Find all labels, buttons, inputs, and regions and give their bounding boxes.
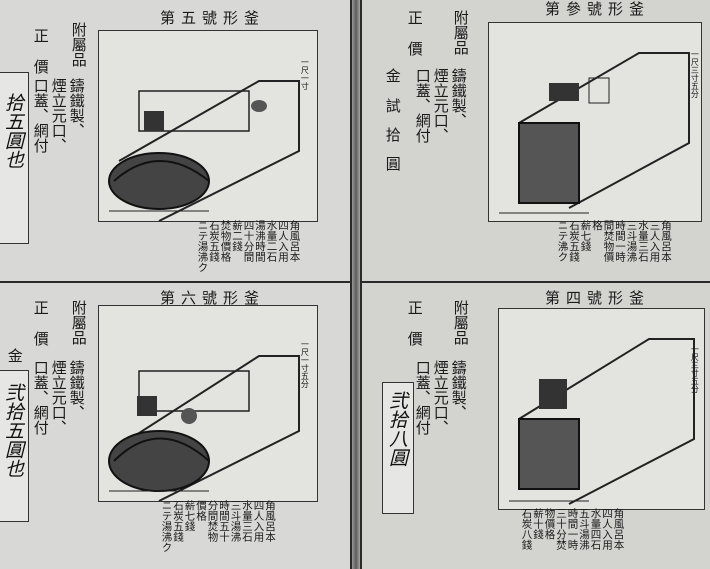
spec-line: 水量二石: [265, 220, 278, 262]
spec-line: 四人入用: [601, 508, 613, 550]
spec-line: 時間一時: [614, 220, 626, 262]
spec-line: 薪二錢: [231, 220, 243, 252]
spec-block: 角風呂本 三人入用 水量三石 三斗湯沸 時間一時 間焚物價 格 薪七錢 石炭五錢…: [556, 220, 673, 262]
accessories-line: 鑄鐵製、: [449, 68, 468, 128]
spec-line: 角風呂本: [612, 508, 625, 550]
boiler-illustration: [498, 308, 705, 510]
spec-line: ニテ沸ク: [556, 220, 569, 262]
accessories-line: 煙立元口、: [49, 78, 68, 153]
price-value: 試拾圓: [383, 98, 402, 185]
accessories-line: 口蓋、網付: [413, 360, 432, 435]
spec-line: 物價格: [543, 508, 556, 540]
spec-line: 薪七錢: [579, 220, 592, 252]
boiler-illustration: [98, 30, 318, 222]
accessories-label: 附屬品: [69, 300, 88, 345]
spec-line: 水量三石: [637, 220, 649, 262]
price-stamp: 弐拾八圓: [382, 382, 414, 514]
spec-line: 三十分焚: [555, 508, 567, 550]
spec-line: 角風呂本: [660, 220, 672, 262]
dimension-label: 一尺一寸五分: [300, 340, 310, 388]
spec-line: 三斗湯沸: [625, 220, 638, 262]
accessories-line: 鑄鐵製、: [449, 360, 468, 420]
panel-title: 第參號形釜: [545, 0, 651, 18]
accessories-label: 附屬品: [69, 22, 88, 67]
spec-line: 角風呂本: [288, 220, 301, 262]
panel-divider: [360, 281, 710, 283]
boiler-drawing: [499, 52, 690, 214]
spec-line: 薪十錢: [532, 508, 544, 540]
spec-line: 四人入用: [252, 500, 265, 542]
spec-line: 時間一時: [566, 508, 579, 550]
accessories-line: 煙立元口、: [431, 68, 450, 143]
panel-title: 第六號形釜: [160, 289, 266, 307]
price-label: 金: [5, 348, 24, 363]
panel-title: 第五號形釜: [160, 9, 266, 27]
spec-line: 角風呂本: [264, 500, 276, 542]
spec-line: ニテ湯沸ク: [160, 500, 173, 553]
price-value: 拾五圓也: [1, 93, 24, 169]
boiler-illustration: [98, 305, 318, 502]
spec-line: 三斗湯沸: [229, 500, 242, 542]
panel-border: [350, 0, 352, 569]
spec-line: 水量三石: [241, 500, 253, 542]
price-stamp: 弐拾五圓也: [0, 370, 29, 522]
accessories-label: 附屬品: [451, 10, 470, 55]
spec-line: 間焚物價: [602, 220, 615, 262]
accessories-line: 鑄鐵製、: [67, 360, 86, 420]
spec-line: 格: [591, 220, 603, 231]
spec-line: 石炭五錢: [172, 500, 184, 542]
accessories-line: 煙立元口、: [431, 360, 450, 435]
spec-line: 石炭八錢: [520, 508, 533, 550]
boiler-drawing: [108, 80, 300, 222]
spec-line: 價格: [195, 500, 207, 521]
spec-line: 五斗湯沸: [578, 508, 590, 550]
accessories-line: 口蓋、網付: [413, 68, 432, 143]
accessories-line: 鑄鐵製、: [67, 78, 86, 138]
accessories-label: 附屬品: [451, 300, 470, 345]
price-value: 弐拾五圓也: [1, 383, 24, 478]
label-seika: 正價: [31, 300, 50, 362]
spec-line: 石炭五錢: [208, 220, 220, 262]
dimension-label: 一尺三寸五分: [690, 345, 700, 393]
spec-block: 角風呂本 四人入用 水量四石 五斗湯沸 時間一時 三十分焚 物價格 薪十錢 石炭…: [520, 508, 625, 550]
label-seika: 正價: [31, 28, 50, 90]
panel-border: [360, 0, 362, 569]
price-value: 弐拾八圓: [385, 391, 408, 467]
price-label: 金: [383, 68, 402, 83]
spec-line: 薪七錢: [183, 500, 196, 532]
accessories-line: 煙立元口、: [49, 360, 68, 435]
accessories-line: 口蓋、網付: [31, 78, 50, 153]
right-page: 第參號形釜 正價 金 試拾圓 附屬品 鑄鐵製、 煙立元口、 口蓋、網付 角風呂本…: [360, 0, 710, 569]
book-gutter: [352, 0, 360, 569]
spec-line: 四人入用: [277, 220, 289, 262]
spec-line: 湯沸時間: [254, 220, 266, 262]
left-page: 第五號形釜 正價 金 拾五圓也 附屬品 鑄鐵製、 煙立元口、 口蓋、網付 角風呂…: [0, 0, 352, 569]
spec-line: 三人入用: [648, 220, 661, 262]
boiler-drawing: [509, 338, 695, 505]
panel-divider: [0, 281, 352, 283]
spec-line: 焚物價格: [219, 220, 232, 262]
panel-title: 第四號形釜: [545, 289, 651, 307]
dimension-label: 一尺一寸: [300, 58, 310, 90]
spec-line: ニテ湯沸ク: [196, 220, 209, 273]
spec-line: 石炭五錢: [568, 220, 580, 262]
boiler-illustration: [488, 22, 702, 222]
dimension-label: 一尺三寸五分: [690, 50, 700, 98]
spec-block: 角風呂本 四人入用 水量二石 湯沸時間 四十分間 薪二錢 焚物價格 石炭五錢 ニ…: [196, 220, 301, 273]
label-seika: 正價: [405, 10, 424, 72]
spec-line: 四十分間: [242, 220, 255, 262]
label-seika: 正價: [405, 300, 424, 362]
spec-block: 角風呂本 四人入用 水量三石 三斗湯沸 時間五十 分間焚物 價格 薪七錢 石炭五…: [160, 500, 277, 553]
spec-line: 分間焚物: [206, 500, 219, 542]
spec-line: 時間五十: [218, 500, 230, 542]
accessories-line: 口蓋、網付: [31, 360, 50, 435]
boiler-drawing: [108, 355, 300, 502]
price-stamp: 拾五圓也: [0, 72, 29, 244]
spec-line: 水量四石: [589, 508, 602, 550]
